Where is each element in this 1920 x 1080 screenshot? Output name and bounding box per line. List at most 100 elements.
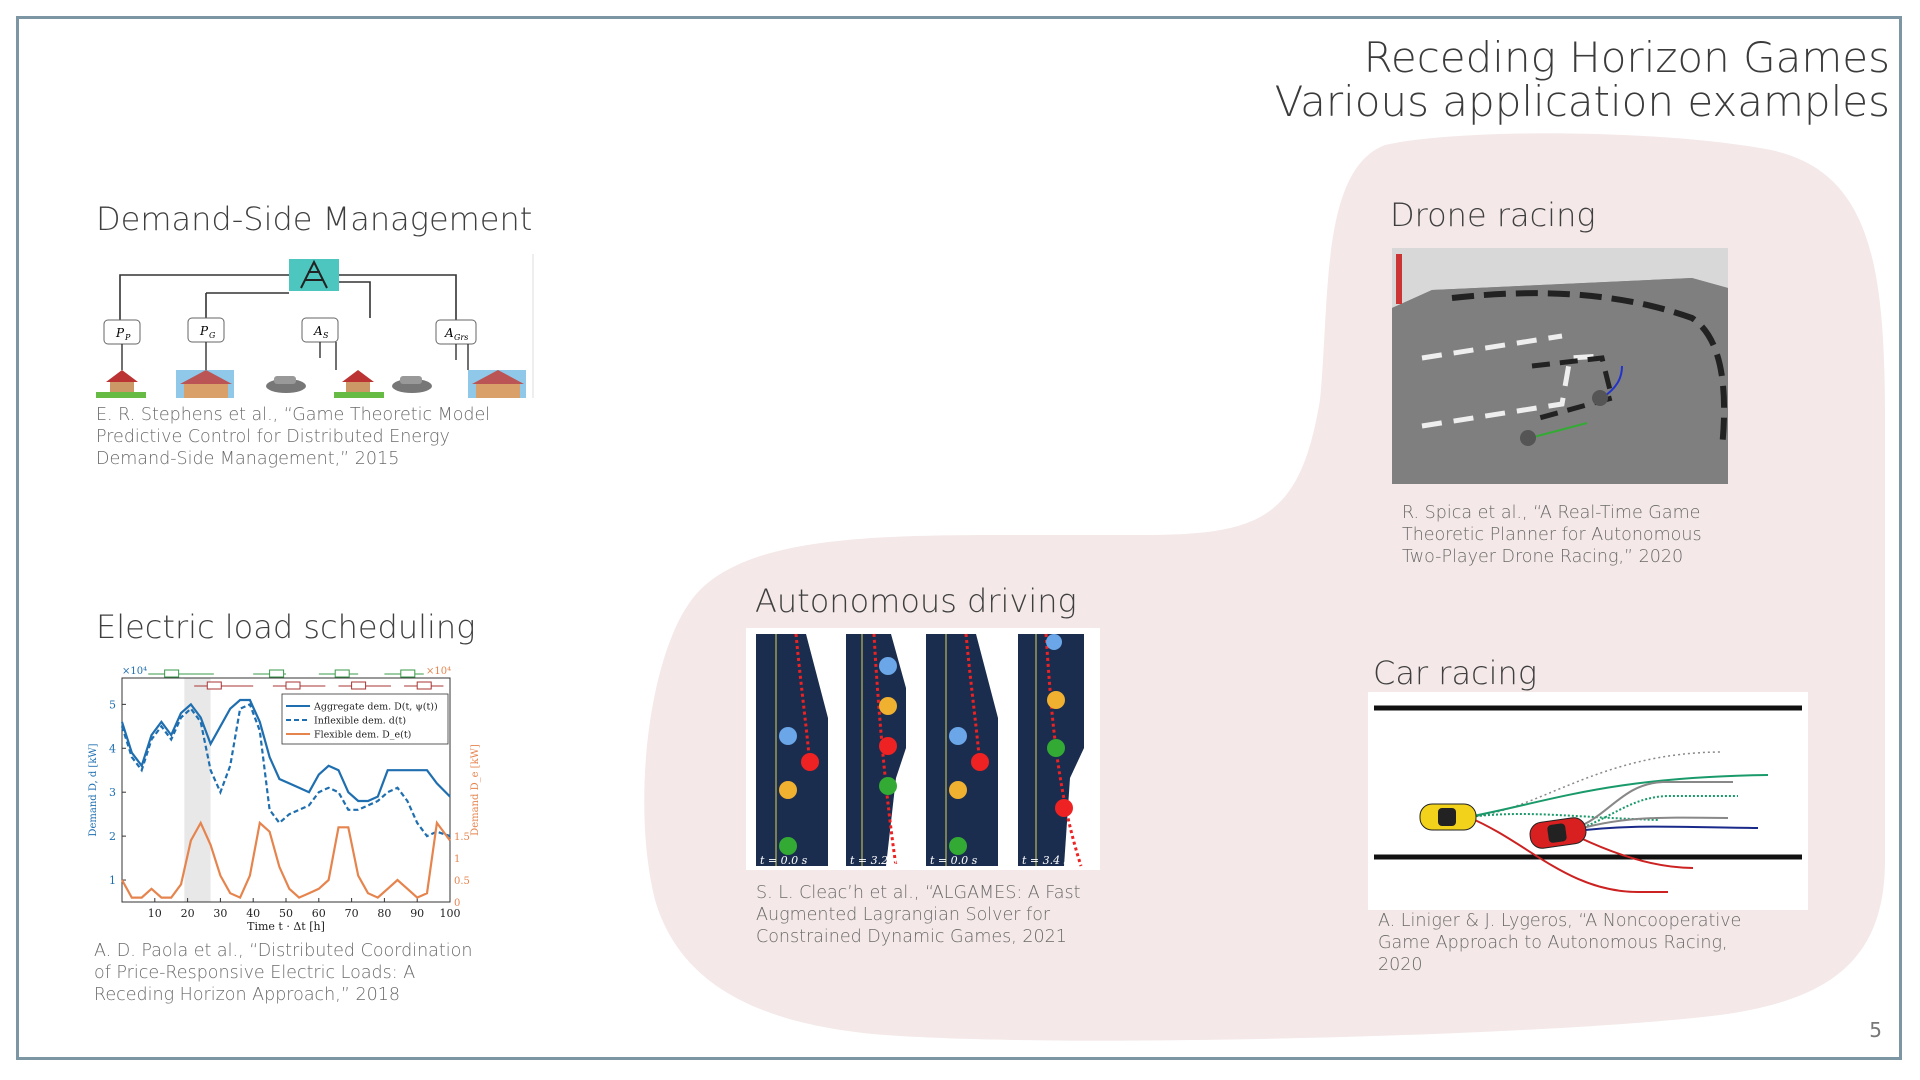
slide-frame	[16, 16, 1902, 1060]
top-marker-box	[285, 681, 301, 690]
lane-panel: t = 0.0 s	[756, 633, 828, 867]
drone-heading: Drone racing	[1390, 196, 1596, 234]
solar-house-icon	[468, 370, 526, 398]
autonomous-driving-figure: t = 0.0 s t = 3.2 s t = 0.0 s t = 3.4 s	[746, 628, 1100, 870]
citation-line: E. R. Stephens et al., “Game Theoretic M…	[96, 405, 491, 425]
citation-line: Theoretic Planner for Autonomous	[1402, 525, 1702, 545]
citation-line: Demand-Side Management,” 2015	[96, 449, 400, 469]
citation-line: Constrained Dynamic Games, 2021	[756, 927, 1067, 947]
y-right-tick-label: 1	[454, 854, 460, 865]
citation-line: Predictive Control for Distributed Energ…	[96, 427, 450, 447]
car-icon	[266, 376, 306, 393]
y-multiplier: ×10⁴	[122, 666, 147, 677]
car-icon	[392, 376, 432, 393]
citation-line: R. Spica et al., “A Real-Time Game	[1402, 503, 1701, 523]
top-marker-box	[206, 681, 222, 690]
y-right-multiplier: ×10⁴	[426, 666, 451, 677]
x-tick-label: 30	[213, 907, 227, 920]
x-tick-label: 80	[377, 907, 391, 920]
y-axis-label: Demand D, d [kW]	[88, 743, 99, 836]
top-marker-box	[164, 669, 180, 678]
lane-panel: t = 3.4 s	[1018, 633, 1084, 867]
gate-flag-icon	[1396, 254, 1402, 304]
top-marker-box	[416, 681, 432, 690]
svg-text:P: P	[124, 333, 131, 342]
legend-entry: Aggregate dem. D(t, ψ(t))	[313, 702, 438, 713]
car-heading: Car racing	[1373, 654, 1538, 692]
grid-tower-icon	[289, 259, 339, 291]
svg-text:G: G	[209, 331, 216, 340]
svg-text:A: A	[313, 324, 323, 338]
house-icon	[96, 370, 146, 398]
x-tick-label: 90	[410, 907, 424, 920]
citation-line: A. Liniger & J. Lygeros, “A Noncooperati…	[1378, 911, 1742, 931]
page-number: 5	[1869, 1018, 1882, 1042]
y-right-tick-label: 0.5	[454, 876, 470, 887]
lane-panel: t = 0.0 s	[926, 633, 998, 867]
y-tick-label: 5	[109, 698, 116, 711]
x-tick-label: 70	[345, 907, 359, 920]
svg-text:Grs: Grs	[454, 333, 468, 342]
electric-heading: Electric load scheduling	[96, 608, 476, 646]
car-racing-figure	[1368, 692, 1808, 910]
y-right-axis-label: Demand D_e [kW]	[470, 744, 481, 836]
y-right-tick-label: 0	[454, 898, 460, 909]
drone-icon	[1520, 430, 1536, 446]
drone-racing-photo	[1392, 248, 1728, 484]
title-line-2: Various application examples	[1274, 77, 1890, 126]
svg-text:S: S	[323, 331, 329, 340]
red-car-icon	[1529, 817, 1587, 849]
legend-box	[281, 693, 449, 745]
solar-house-icon	[176, 370, 234, 398]
electric-citation: A. D. Paola et al., “Distributed Coordin…	[94, 940, 472, 1006]
house-icon	[334, 370, 384, 398]
shaded-region	[184, 678, 211, 902]
y-tick-label: 3	[109, 786, 116, 799]
drone-citation: R. Spica et al., “A Real-Time Game Theor…	[1402, 502, 1702, 568]
driving-citation: S. L. Cleac’h et al., “ALGAMES: A Fast A…	[756, 882, 1080, 948]
y-tick-label: 2	[109, 830, 116, 843]
slide-title: Receding Horizon Games Various applicati…	[1275, 36, 1890, 124]
x-tick-label: 60	[312, 907, 326, 920]
top-marker-box	[334, 669, 350, 678]
top-marker-box	[269, 669, 285, 678]
svg-text:t = 3.4 s: t = 3.4 s	[1022, 854, 1070, 867]
x-tick-label: 100	[440, 907, 461, 920]
legend-entry: Inflexible dem. d(t)	[314, 716, 406, 727]
y-tick-label: 1	[109, 874, 116, 887]
svg-text:A: A	[444, 326, 454, 340]
citation-line: 2020	[1378, 955, 1423, 975]
lane-panel: t = 3.2 s	[846, 633, 906, 867]
citation-line: Two-Player Drone Racing,” 2020	[1402, 547, 1684, 567]
citation-line: S. L. Cleac’h et al., “ALGAMES: A Fast	[756, 883, 1081, 903]
series-line	[120, 698, 451, 803]
citation-line: Augmented Lagrangian Solver for	[756, 905, 1051, 925]
svg-text:t = 0.0 s: t = 0.0 s	[930, 854, 978, 867]
demand-citation: E. R. Stephens et al., “Game Theoretic M…	[96, 404, 490, 470]
x-tick-label: 10	[148, 907, 162, 920]
driving-heading: Autonomous driving	[755, 582, 1077, 620]
citation-line: Receding Horizon Approach,” 2018	[94, 985, 400, 1005]
legend-entry: Flexible dem. D_e(t)	[314, 730, 411, 741]
x-tick-label: 40	[246, 907, 260, 920]
yellow-car-icon	[1419, 803, 1477, 831]
y-right-tick-label: 1.5	[454, 832, 470, 843]
series-line	[121, 820, 451, 900]
svg-text:P: P	[115, 326, 125, 340]
demand-heading: Demand-Side Management	[96, 200, 533, 238]
citation-line: A. D. Paola et al., “Distributed Coordin…	[94, 941, 473, 961]
top-marker-box	[351, 681, 367, 690]
svg-text:t = 3.2 s: t = 3.2 s	[850, 854, 898, 867]
y-tick-label: 4	[109, 742, 116, 755]
x-axis-label: Time t · Δt [h]	[247, 920, 325, 933]
drone-icon	[1592, 390, 1608, 406]
title-line-1: Receding Horizon Games	[1363, 33, 1890, 82]
citation-line: Game Approach to Autonomous Racing,	[1378, 933, 1728, 953]
top-marker-box	[400, 669, 416, 678]
car-citation: A. Liniger & J. Lygeros, “A Noncooperati…	[1378, 910, 1741, 976]
svg-text:t = 0.0 s: t = 0.0 s	[760, 854, 808, 867]
x-tick-label: 20	[181, 907, 195, 920]
